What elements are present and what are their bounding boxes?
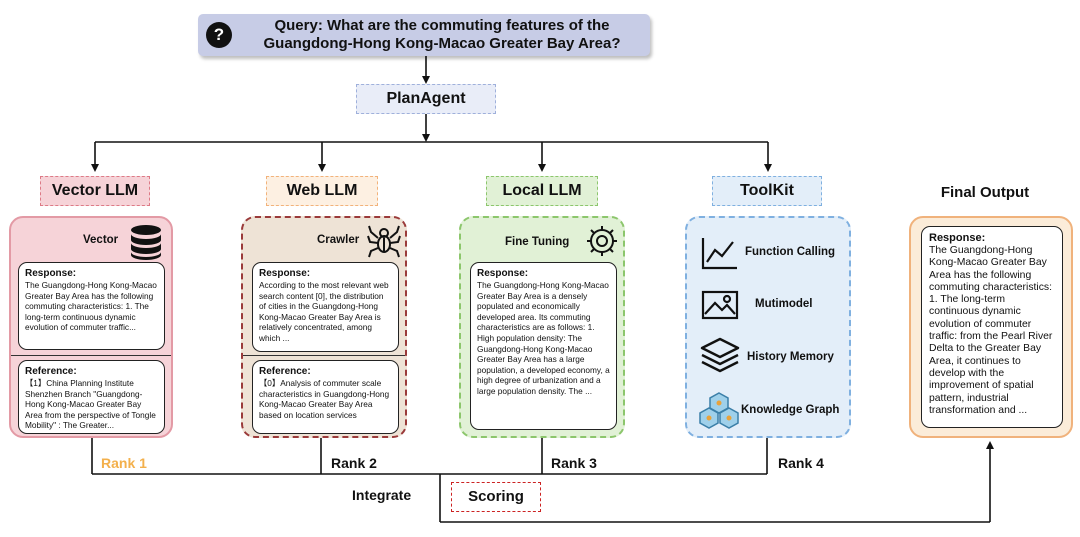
- vector-response-box: Response: The Guangdong-Hong Kong-Macao …: [18, 262, 165, 350]
- scoring-box: Scoring: [451, 482, 541, 512]
- local-card: Fine Tuning Response: The Guangdong-Hong…: [459, 216, 625, 438]
- query-line-2: Guangdong-Hong Kong-Macao Greater Bay Ar…: [263, 35, 621, 52]
- web-title: Crawler: [317, 234, 360, 246]
- web-response-box: Response: According to the most relevant…: [252, 262, 399, 352]
- web-reference-text: 【0】Analysis of commuter scale characteri…: [259, 378, 390, 420]
- web-card: Crawler Response: According to the most …: [241, 216, 407, 438]
- local-response-heading: Response:: [477, 268, 529, 279]
- toolkit-label: ToolKit: [712, 176, 822, 206]
- plan-agent-box: PlanAgent: [356, 84, 496, 114]
- final-response-text: The Guangdong-Hong Kong-Macao Greater Ba…: [929, 245, 1053, 416]
- knowledge-graph-icon: [699, 392, 739, 429]
- tool-knowledge-graph: Knowledge Graph: [741, 404, 840, 416]
- image-icon: [701, 290, 739, 320]
- rank-3: Rank 3: [551, 455, 597, 471]
- web-divider: [243, 355, 405, 356]
- toolkit-card: Function Calling Mutimodel History Memor…: [685, 216, 851, 438]
- local-response-box: Response: The Guangdong-Hong Kong-Macao …: [470, 262, 617, 430]
- web-reference-box: Reference: 【0】Analysis of commuter scale…: [252, 360, 399, 434]
- query-line-1: Query: What are the commuting features o…: [274, 17, 610, 34]
- web-reference-heading: Reference:: [259, 366, 311, 377]
- question-icon: ?: [206, 22, 232, 48]
- vector-title: Vector: [83, 234, 119, 246]
- vector-divider: [11, 355, 171, 356]
- vector-response-text: The Guangdong-Hong Kong-Macao Greater Ba…: [25, 280, 157, 333]
- vector-reference-heading: Reference:: [25, 366, 77, 377]
- final-response-box: Response: The Guangdong-Hong Kong-Macao …: [921, 226, 1063, 428]
- database-icon: [131, 225, 161, 260]
- tool-mutimodel: Mutimodel: [755, 298, 813, 310]
- web-response-text: According to the most relevant web searc…: [259, 280, 389, 343]
- local-response-text: The Guangdong-Hong Kong-Macao Greater Ba…: [477, 280, 610, 396]
- plan-agent-label: PlanAgent: [386, 90, 466, 107]
- final-output-card: Response: The Guangdong-Hong Kong-Macao …: [909, 216, 1073, 438]
- tool-history-memory: History Memory: [747, 351, 834, 363]
- final-output-title: Final Output: [940, 184, 1030, 201]
- integrate-label: Integrate: [352, 487, 412, 503]
- query-box: ? Query: What are the commuting features…: [198, 14, 650, 56]
- final-response-heading: Response:: [929, 232, 986, 244]
- local-llm-label: Local LLM: [486, 176, 598, 206]
- web-llm-label: Web LLM: [266, 176, 378, 206]
- rank-1: Rank 1: [101, 455, 147, 471]
- vector-response-heading: Response:: [25, 268, 77, 279]
- line-chart-icon: [701, 238, 737, 270]
- rank-4: Rank 4: [778, 455, 824, 471]
- local-title: Fine Tuning: [505, 236, 570, 248]
- web-response-heading: Response:: [259, 268, 311, 279]
- vector-reference-box: Reference: 【1】China Planning Institute S…: [18, 360, 165, 434]
- vector-reference-text: 【1】China Planning Institute Shenzhen Bra…: [25, 378, 156, 431]
- spider-icon: [367, 225, 401, 258]
- gear-brain-icon: [587, 226, 617, 256]
- tool-function-calling: Function Calling: [745, 246, 836, 258]
- vector-llm-label: Vector LLM: [40, 176, 150, 206]
- rank-2: Rank 2: [331, 455, 377, 471]
- layers-icon: [700, 337, 740, 373]
- vector-card: Vector Response: The Guangdong-Hong Kong…: [9, 216, 173, 438]
